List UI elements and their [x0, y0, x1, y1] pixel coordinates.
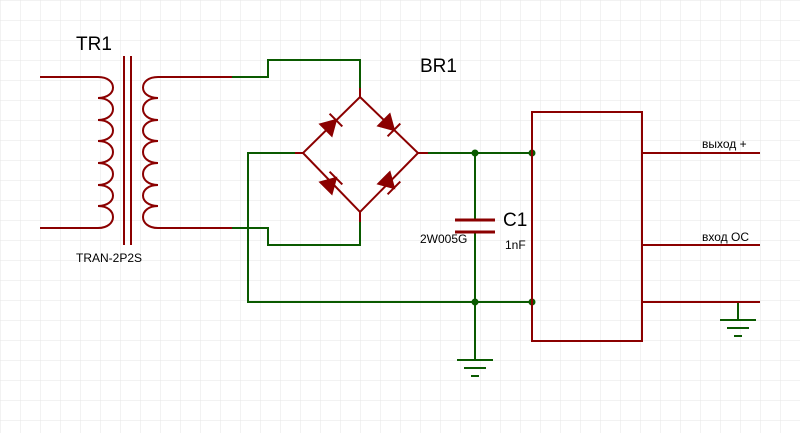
transformer-coil-icon — [97, 76, 114, 229]
transformer-reference: TR1 — [76, 34, 112, 55]
regulator-block[interactable] — [531, 111, 760, 342]
junction-dot — [471, 298, 479, 306]
diode-icon — [318, 170, 344, 196]
ground-icon — [720, 319, 756, 337]
capacitor-value: 1nF — [505, 238, 526, 252]
bridge-rectifier-br1[interactable] — [295, 88, 428, 222]
transformer-value: TRAN-2P2S — [76, 251, 142, 265]
diode-icon — [376, 112, 402, 138]
wire-tr-top-to-bridge — [231, 59, 361, 98]
ground-icon — [457, 359, 493, 377]
bridge-value: 2W005G — [420, 232, 467, 246]
terminal-output-plus: выход + — [702, 137, 747, 151]
diode-icon — [376, 170, 402, 196]
regulator-body — [531, 111, 643, 342]
wire-bridge-left-to-ground-rail — [247, 152, 304, 303]
wires — [231, 59, 739, 361]
wire-tr-bottom-to-bridge — [231, 211, 361, 246]
capacitor-reference: C1 — [503, 210, 527, 231]
diode-icon — [318, 112, 344, 138]
transformer-tr1[interactable] — [40, 56, 232, 245]
transformer-coil-icon — [142, 76, 159, 229]
junction-dot — [471, 149, 479, 157]
terminal-feedback: вход ОС — [702, 230, 749, 244]
capacitor-c1[interactable] — [455, 218, 495, 234]
bridge-reference: BR1 — [420, 56, 457, 77]
transformer-core — [123, 56, 132, 245]
